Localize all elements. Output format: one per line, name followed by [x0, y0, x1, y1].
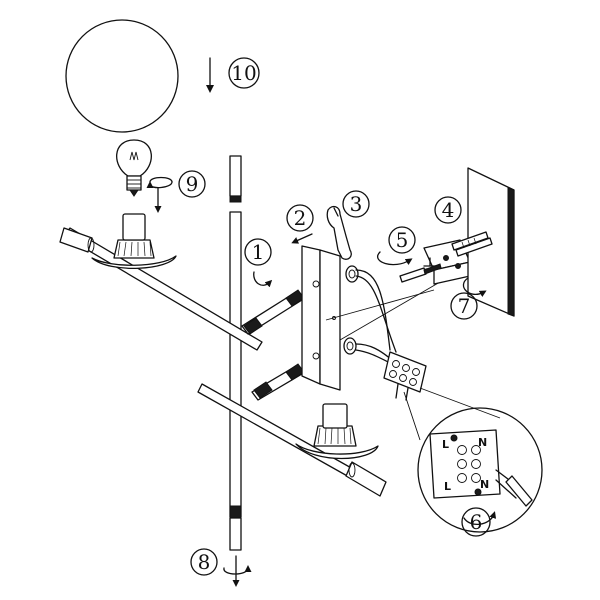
step-9-label: 9 [178, 170, 206, 198]
svg-text:6: 6 [470, 510, 483, 534]
terminal-block-icon [383, 351, 427, 401]
svg-text:2: 2 [294, 206, 307, 230]
step-10-label: 10 [228, 57, 260, 89]
screwdriver-icon [399, 263, 442, 283]
svg-text:L: L [442, 438, 449, 451]
svg-text:10: 10 [231, 61, 256, 85]
step-5-label: 5 [388, 226, 416, 254]
svg-text:5: 5 [396, 228, 409, 252]
wires [325, 269, 441, 367]
plate-nuts [343, 265, 359, 355]
bulb-icon [116, 139, 152, 197]
step-8-arrow [223, 555, 252, 587]
terminal-callout: L N L N [403, 387, 543, 533]
svg-text:N: N [480, 478, 489, 491]
upper-connector-rod [241, 289, 305, 335]
step-7-label: 7 [450, 292, 478, 320]
step-6-label: 6 [461, 507, 491, 537]
svg-text:4: 4 [442, 198, 455, 222]
svg-text:9: 9 [186, 172, 199, 196]
rotate-arrow-icon [146, 176, 173, 213]
step-4-label: 4 [434, 196, 462, 224]
step-6-arrow [463, 511, 497, 525]
wrench-icon [326, 205, 352, 260]
lower-arm [197, 383, 387, 497]
central-pole [229, 155, 242, 551]
svg-text:L: L [444, 480, 451, 493]
glass-globe-icon [65, 19, 179, 133]
step-2-label: 2 [286, 204, 314, 232]
upper-shade-cup [91, 213, 177, 269]
svg-text:7: 7 [458, 294, 471, 318]
step-1-arrow [253, 271, 273, 288]
step-5-arrow [377, 251, 413, 266]
step-7-arrow [462, 277, 487, 298]
step-8-label: 8 [190, 548, 218, 576]
screw-icon [451, 231, 493, 257]
upper-arm [59, 227, 263, 351]
lower-shade-cup [295, 403, 379, 460]
svg-text:3: 3 [350, 192, 363, 216]
svg-text:1: 1 [252, 240, 265, 264]
step-1-label: 1 [244, 238, 272, 266]
step-2-arrow [291, 233, 313, 244]
svg-text:8: 8 [198, 550, 211, 574]
mounting-plate [301, 245, 341, 391]
svg-text:N: N [478, 436, 487, 449]
lower-connector-rod [251, 363, 305, 401]
step-3-label: 3 [342, 190, 370, 218]
